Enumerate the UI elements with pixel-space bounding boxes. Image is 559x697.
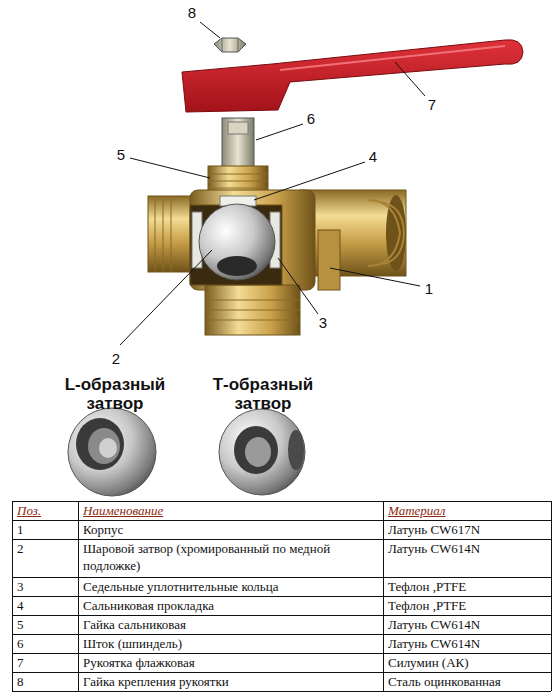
- table-cell: Латунь CW614N: [388, 616, 546, 633]
- callout-number: 1: [419, 280, 439, 297]
- table-cell: 3: [17, 578, 73, 595]
- table-rule: [12, 672, 551, 673]
- callout-number: 5: [111, 146, 131, 163]
- t-ball: [219, 409, 305, 495]
- table-cell: Латунь CW614N: [388, 540, 546, 557]
- table-grid: [12, 501, 552, 692]
- table-cell: Силумин (АК): [388, 654, 546, 671]
- table-rule: [12, 577, 551, 578]
- table-rule: [551, 501, 552, 691]
- table-cell: Латунь CW614N: [388, 635, 546, 652]
- table-cell: Гайка сальниковая: [83, 616, 363, 633]
- table-rule: [383, 501, 384, 691]
- stem: [222, 118, 254, 168]
- table-cell: 5: [17, 616, 73, 633]
- table-rule: [12, 539, 551, 540]
- table-rule: [12, 653, 551, 654]
- callout-number: 4: [363, 148, 383, 165]
- table-cell: Шаровой затвор (хромированный по медной …: [83, 540, 363, 574]
- callout-number: 7: [422, 96, 442, 113]
- handle-nut: [214, 38, 246, 52]
- table-cell: Сталь оцинкованная: [388, 673, 546, 690]
- callout-number: 8: [182, 4, 202, 21]
- table-cell: Тефлон ,PTFE: [388, 597, 546, 614]
- table-header: Наименование: [83, 502, 363, 519]
- table-rule: [12, 520, 551, 521]
- callout-number: 2: [106, 350, 126, 367]
- callout-number: 3: [313, 314, 333, 331]
- table-cell: Корпус: [83, 521, 363, 538]
- table-rule: [12, 634, 551, 635]
- table-cell: 1: [17, 521, 73, 538]
- valve-body: [148, 190, 406, 335]
- ball: [199, 204, 275, 280]
- section-title: Т-образный затвор: [193, 375, 333, 413]
- table-cell: Тефлон ,PTFE: [388, 578, 546, 595]
- leader-lines: [120, 22, 425, 345]
- table-cell: 4: [17, 597, 73, 614]
- table-cell: Рукоятка флажковая: [83, 654, 363, 671]
- table-rule: [12, 501, 551, 502]
- table-rule: [12, 691, 551, 692]
- l-ball: [68, 408, 156, 496]
- table-cell: Шток (шпиндель): [83, 635, 363, 652]
- table-cell: 8: [17, 673, 73, 690]
- table-rule: [12, 501, 13, 691]
- table-cell: 7: [17, 654, 73, 671]
- table-rule: [12, 596, 551, 597]
- table-cell: Латунь CW617N: [388, 521, 546, 538]
- table-header: Поз.: [17, 502, 73, 519]
- table-cell: Седельные уплотнительные кольца: [83, 578, 363, 595]
- table-rule: [78, 501, 79, 691]
- table-cell: Гайка крепления рукоятки: [83, 673, 363, 690]
- table-cell: 6: [17, 635, 73, 652]
- table-cell: Сальниковая прокладка: [83, 597, 363, 614]
- section-title: L-образный затвор: [40, 375, 190, 413]
- table-cell: 2: [17, 540, 73, 557]
- table-rule: [12, 615, 551, 616]
- table-header: Материал: [388, 502, 546, 519]
- callout-number: 6: [301, 110, 321, 127]
